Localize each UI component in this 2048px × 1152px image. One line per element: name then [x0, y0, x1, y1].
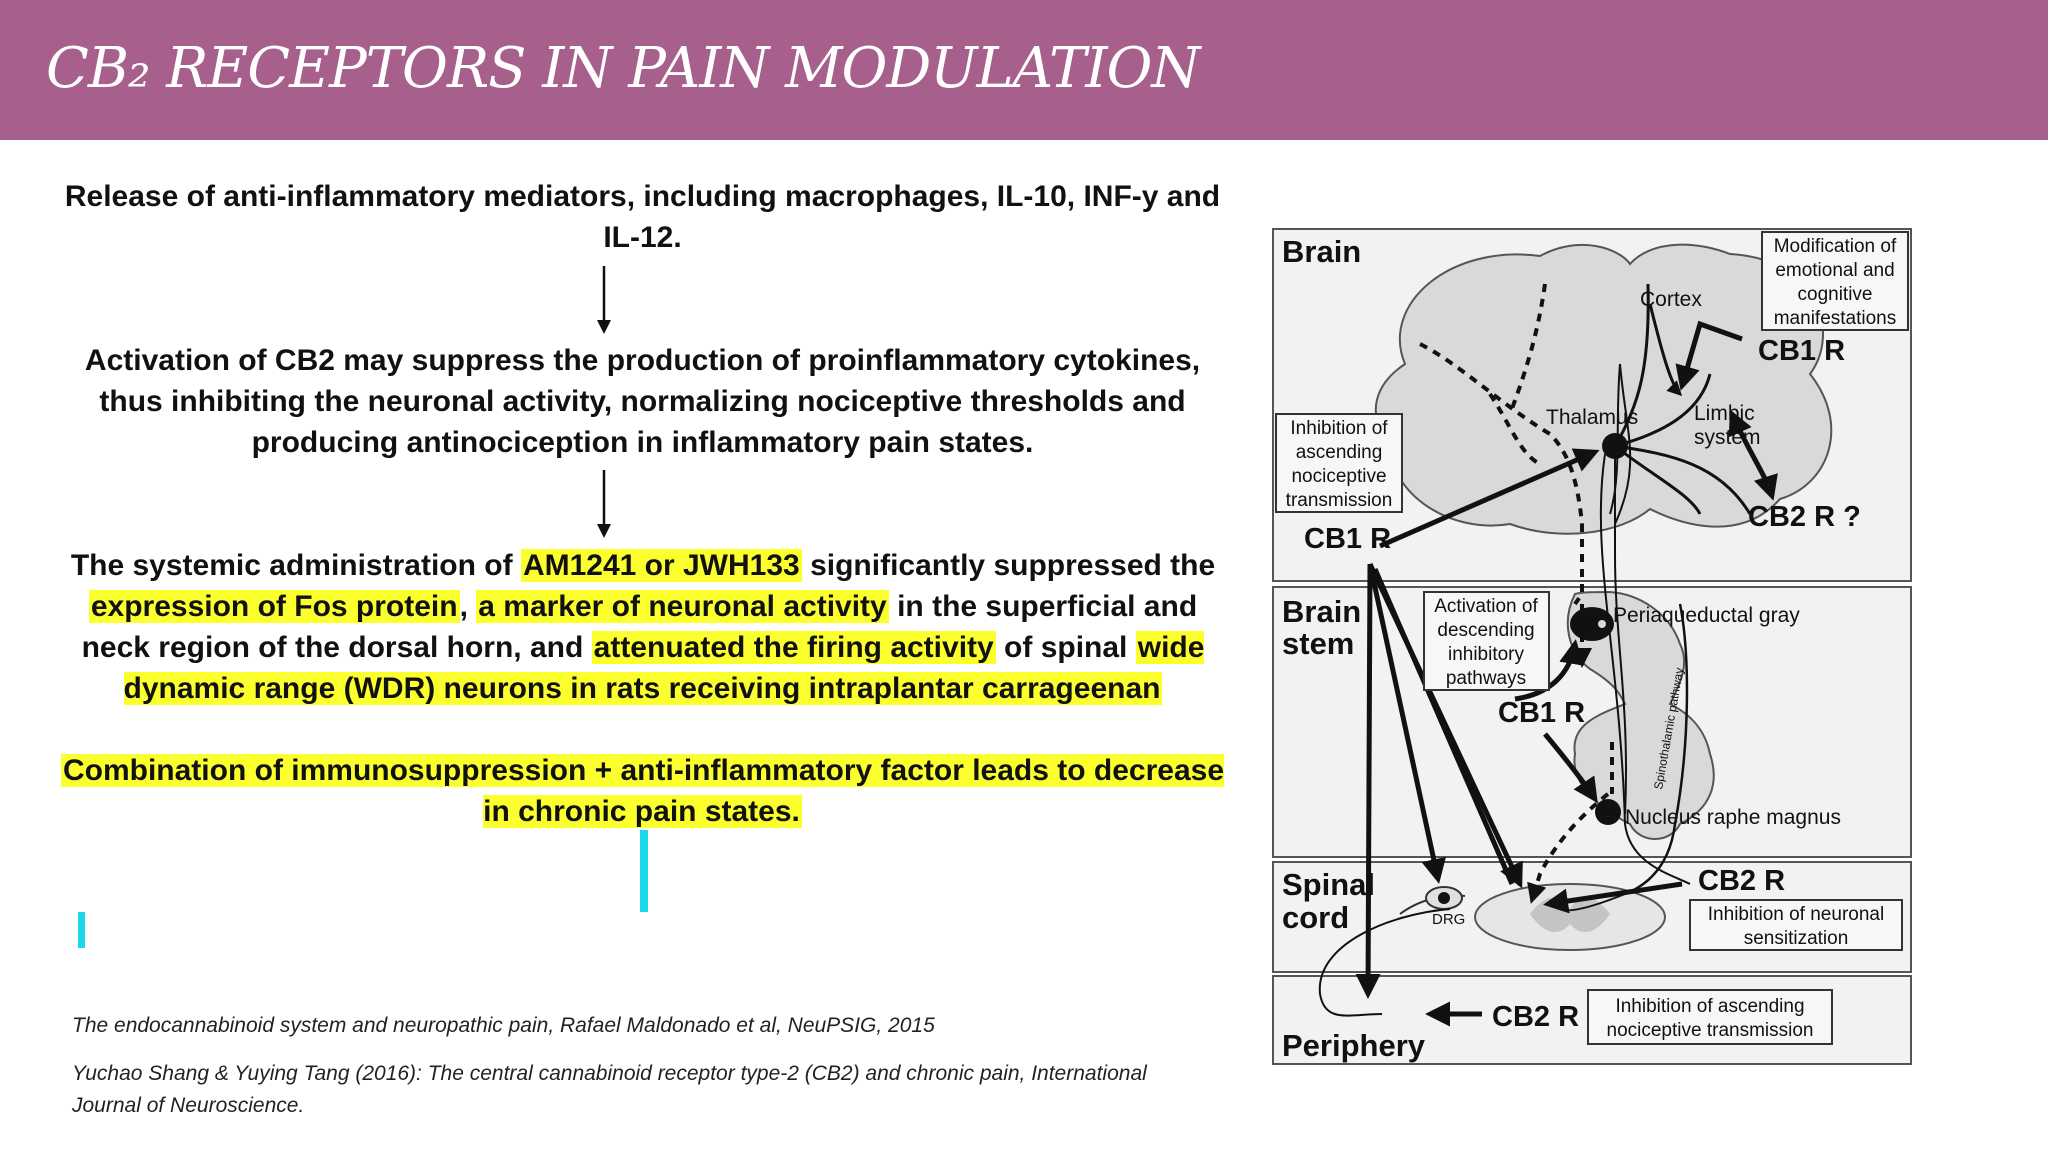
step3-text: in the superficial and neck region of th…: [81, 590, 1198, 664]
step3-text: ,: [459, 590, 477, 623]
region-periphery: Periphery: [1282, 1028, 1426, 1063]
receptor-cb1-thalamus: CB1 R: [1304, 523, 1391, 555]
svg-text:Inhibition of ascending: Inhibition of ascending: [1615, 996, 1804, 1017]
box-modification: Modification of emotional and cognitive …: [1761, 231, 1909, 331]
svg-text:cognitive: cognitive: [1798, 284, 1873, 305]
box-inhibition-ascending: Inhibition of ascending nociceptive tran…: [1275, 413, 1403, 513]
box-activation-descending: Activation of descending inhibitory path…: [1423, 591, 1550, 691]
svg-text:Modification of: Modification of: [1774, 236, 1897, 257]
svg-text:Inhibition of neuronal: Inhibition of neuronal: [1708, 904, 1884, 925]
label-thalamus: Thalamus: [1546, 406, 1638, 429]
brainstem-outline: [1566, 590, 1715, 840]
svg-text:transmission: transmission: [1286, 490, 1393, 511]
pag-node: [1570, 607, 1614, 641]
receptor-cb2-spinal: CB2 R: [1698, 865, 1785, 897]
flow-step-4: Combination of immunosuppression + anti-…: [60, 750, 1225, 832]
step3-text: significantly suppressed the: [801, 549, 1216, 582]
receptor-cb2-limbic: CB2 R ?: [1748, 501, 1861, 533]
highlight-marker: a marker of neuronal activity: [476, 590, 889, 623]
label-nrm: Nucleus raphe magnus: [1625, 806, 1841, 829]
down-arrow-icon: [597, 470, 611, 538]
label-drg: DRG: [1432, 911, 1465, 928]
box-periphery-inhibition: Inhibition of ascending nociceptive tran…: [1587, 989, 1833, 1045]
receptor-cb2-periphery: CB2 R: [1492, 1001, 1579, 1033]
nrm-node: [1595, 799, 1621, 825]
highlight-fos: expression of Fos protein: [88, 590, 460, 623]
svg-text:inhibitory: inhibitory: [1448, 644, 1525, 665]
svg-text:nociceptive transmission: nociceptive transmission: [1607, 1020, 1814, 1041]
region-brain: Brain: [1282, 234, 1361, 269]
svg-text:manifestations: manifestations: [1774, 308, 1897, 329]
flow-step-2: Activation of CB2 may suppress the produ…: [84, 344, 1201, 459]
svg-text:Activation of: Activation of: [1434, 596, 1538, 617]
highlight-conclusion: Combination of immunosuppression + anti-…: [60, 754, 1225, 828]
highlight-firing: attenuated the firing activity: [591, 631, 996, 664]
svg-text:descending: descending: [1437, 620, 1534, 641]
down-arrow-icon: [597, 266, 611, 334]
svg-text:Inhibition of: Inhibition of: [1290, 418, 1388, 439]
box-neuronal-sensitization: Inhibition of neuronal sensitization: [1689, 899, 1903, 951]
svg-text:ascending: ascending: [1296, 442, 1383, 463]
slide-title: CB₂ RECEPTORS IN PAIN MODULATION: [46, 36, 1200, 101]
label-limbic: system: [1694, 426, 1761, 449]
region-brainstem: stem: [1282, 626, 1354, 661]
region-spinal: cord: [1282, 900, 1349, 935]
flow-step-3: The systemic administration of AM1241 or…: [58, 545, 1228, 709]
reference-1: The endocannabinoid system and neuropath…: [72, 1014, 935, 1037]
step3-text: The systemic administration of: [70, 549, 521, 582]
label-limbic: Limbic: [1694, 402, 1755, 425]
receptor-cb1-cortex: CB1 R: [1758, 335, 1845, 367]
cb-receptor-pathway-diagram: Brain Brain stem Spinal cord Periphery C…: [1270, 224, 1916, 1068]
region-brainstem: Brain: [1282, 594, 1361, 629]
highlight-drugs: AM1241 or JWH133: [520, 549, 802, 582]
label-cortex: Cortex: [1640, 288, 1702, 311]
svg-text:pathways: pathways: [1446, 668, 1526, 689]
flow-step-1: Release of anti-inflammatory mediators, …: [64, 180, 1221, 254]
cursor-mark: [78, 912, 85, 948]
receptor-cb1-brainstem: CB1 R: [1498, 697, 1585, 729]
label-pag: Periaqueductal gray: [1613, 604, 1800, 627]
step3-text: of spinal: [995, 631, 1136, 664]
title-banner: CB₂ RECEPTORS IN PAIN MODULATION: [0, 0, 2048, 140]
svg-text:sensitization: sensitization: [1744, 928, 1849, 949]
reference-2: Yuchao Shang & Yuying Tang (2016): The c…: [72, 1062, 1147, 1117]
svg-text:emotional and: emotional and: [1775, 260, 1894, 281]
cursor-mark: [640, 830, 648, 912]
region-spinal: Spinal: [1282, 867, 1375, 902]
svg-text:nociceptive: nociceptive: [1291, 466, 1386, 487]
